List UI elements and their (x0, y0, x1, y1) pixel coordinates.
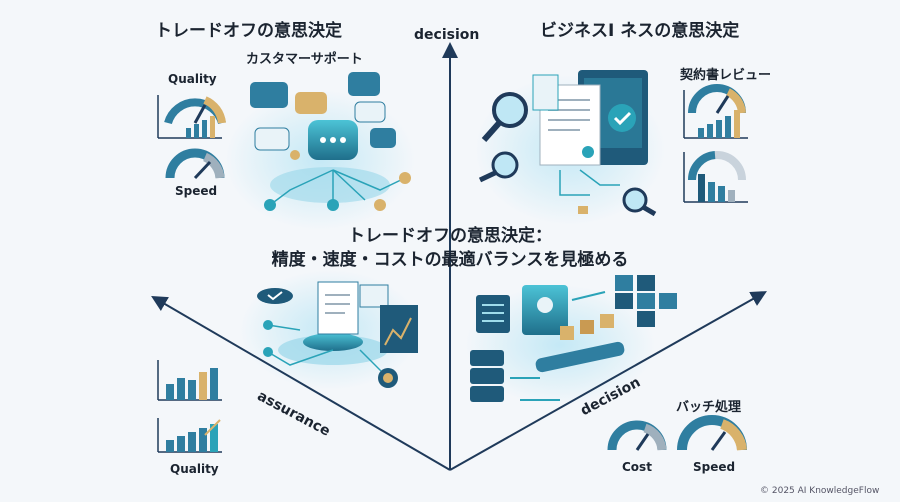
top-right-title: ビジネスI ネスの意思決定 (540, 21, 740, 41)
copyright: © 2025 AI KnowledgeFlow (760, 486, 880, 496)
contract-review-chart-1 (683, 84, 748, 139)
top-axis-label: decision (414, 27, 480, 43)
top-left-title: トレードオフの意思決定 (155, 21, 342, 41)
quality-gauge-top-left (157, 95, 226, 139)
speed-label-bottom-right: Speed (693, 460, 736, 474)
quality-label-bottom-left: Quality (170, 462, 219, 476)
batch-processing-illustration (470, 275, 677, 402)
center-title-line2: 精度・速度・コストの最適バランスを見極める (271, 250, 629, 270)
contract-review-chart-2 (683, 151, 748, 203)
batch-processing-subtitle: バッチ処理 (676, 400, 742, 415)
speed-label-top-left: Speed (175, 184, 218, 198)
top-right-subtitle: 契約書レビュー (680, 68, 772, 83)
quality-label-top-left: Quality (168, 72, 217, 86)
cost-label: Cost (622, 460, 652, 474)
cost-gauge (607, 420, 667, 451)
speed-gauge-top-left (165, 148, 225, 180)
contract-review-illustration (478, 70, 657, 217)
assurance-chart-2 (157, 418, 222, 453)
top-left-subtitle: カスタマーサポート (246, 52, 363, 67)
assurance-illustration (257, 281, 418, 388)
right-axis (449, 291, 767, 471)
assurance-chart-1 (157, 360, 222, 401)
center-title: トレードオフの意思決定： 精度・速度・コストの最適バランスを見極める (230, 224, 670, 272)
customer-support-illustration (250, 72, 411, 211)
speed-gauge-bottom-right (677, 415, 747, 451)
left-axis (151, 295, 451, 471)
center-title-line1: トレードオフの意思決定： (348, 226, 552, 246)
